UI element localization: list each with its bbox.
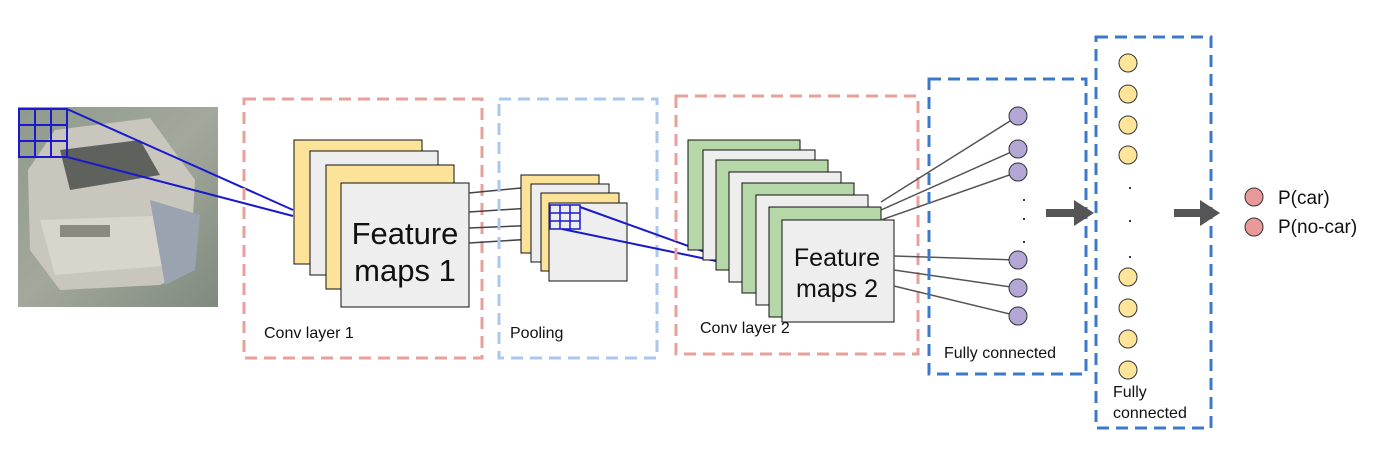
fc2-neuron xyxy=(1118,329,1138,349)
feature-maps-2-stack xyxy=(687,139,895,323)
fc1-neurons xyxy=(1008,106,1028,326)
feature-maps-2-line2: maps 2 xyxy=(796,275,878,303)
pool-kernel-grid xyxy=(549,204,581,230)
svg-text:.: . xyxy=(1127,242,1132,262)
kernel-projection-lines xyxy=(66,108,294,217)
fully-connected-2-label-line1: Fully xyxy=(1113,384,1147,401)
output-car: P(car) xyxy=(1244,187,1330,209)
svg-text:.: . xyxy=(1127,173,1132,193)
input-car-image xyxy=(18,107,218,307)
feature-maps-1-line1: Feature xyxy=(352,216,459,251)
conv-layer-2-label: Conv layer 2 xyxy=(700,320,790,337)
fc2-neuron xyxy=(1118,115,1138,135)
conv-layer-2-box xyxy=(674,94,920,356)
fc2-neuron xyxy=(1118,267,1138,287)
fc2-neuron xyxy=(1118,145,1138,165)
feature-maps-2-line1: Feature xyxy=(794,244,880,272)
arrow-right-icon xyxy=(1174,200,1220,226)
svg-text:.: . xyxy=(1127,206,1132,226)
fc2-neuron xyxy=(1118,84,1138,104)
conv-layer-1-box xyxy=(242,97,484,360)
fc2-neuron xyxy=(1118,360,1138,380)
svg-text:.: . xyxy=(1021,227,1026,247)
svg-text:.: . xyxy=(1021,185,1026,205)
input-kernel-grid xyxy=(18,108,68,158)
feature-maps-1-stack xyxy=(293,139,470,308)
fully-connected-1-box xyxy=(927,77,1088,376)
arrow-right-icon xyxy=(1046,200,1094,226)
fc1-neuron xyxy=(1008,106,1028,126)
pooling-box xyxy=(497,97,659,360)
svg-text:.: . xyxy=(1021,204,1026,224)
fc1-ellipsis: . . . xyxy=(1021,185,1026,247)
fc2-neuron xyxy=(1118,53,1138,73)
fc1-neuron xyxy=(1008,162,1028,182)
fc1-neuron xyxy=(1008,306,1028,326)
output-no-car: P(no-car) xyxy=(1244,217,1357,238)
fc2-neurons xyxy=(1118,53,1138,380)
output-no-car-node xyxy=(1244,217,1264,237)
fc1-neuron xyxy=(1008,139,1028,159)
output-car-node xyxy=(1244,187,1264,207)
fully-connected-1-label: Fully connected xyxy=(944,345,1056,362)
pooled-maps-stack xyxy=(520,174,628,282)
fc2-neuron xyxy=(1118,298,1138,318)
output-car-label: P(car) xyxy=(1278,188,1330,209)
fc1-neuron xyxy=(1008,278,1028,298)
fully-connected-2-label-line2: connected xyxy=(1113,405,1187,422)
fully-connected-2-box xyxy=(1094,35,1213,430)
pooling-label: Pooling xyxy=(510,325,563,342)
fc1-neuron xyxy=(1008,250,1028,270)
fc1-connection-lines xyxy=(880,115,1019,317)
output-no-car-label: P(no-car) xyxy=(1278,217,1357,238)
fc2-ellipsis: . . . xyxy=(1127,173,1132,262)
conv-layer-1-label: Conv layer 1 xyxy=(264,325,354,342)
feature-maps-1-line2: maps 1 xyxy=(354,253,456,288)
